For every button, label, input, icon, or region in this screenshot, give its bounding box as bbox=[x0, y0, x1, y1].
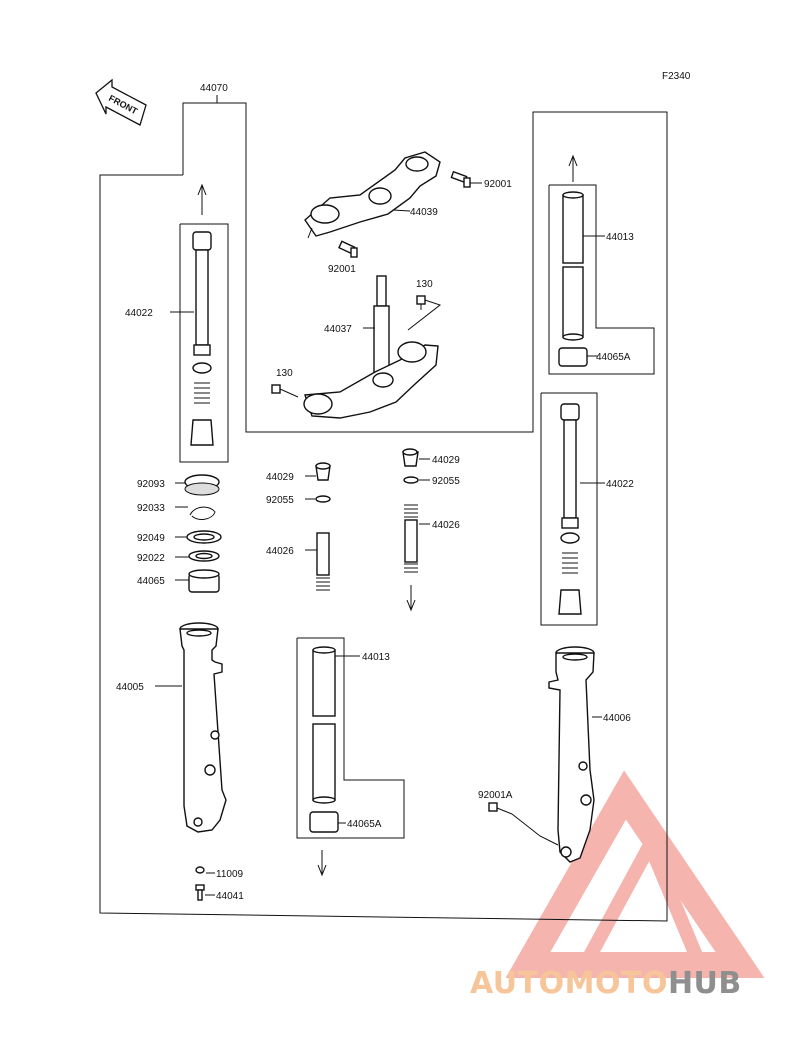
bushing-44065 bbox=[188, 569, 220, 593]
bolt-44041 bbox=[195, 884, 205, 901]
cap-bolt-44029-left bbox=[315, 462, 331, 481]
snap-ring-92033 bbox=[189, 506, 216, 520]
watermark-text: AUTOMOTOHUB bbox=[470, 966, 742, 1001]
upper-bracket-44039 bbox=[304, 151, 441, 239]
washer-92049 bbox=[186, 530, 222, 544]
label-92055-left: 92055 bbox=[266, 495, 294, 506]
bolt-92001A bbox=[488, 802, 513, 815]
label-92093: 92093 bbox=[137, 479, 165, 490]
label-44022-right: 44022 bbox=[606, 479, 634, 490]
label-44013-top: 44013 bbox=[606, 232, 634, 243]
outer-tube-44006 bbox=[548, 646, 595, 863]
bolt-92001-left bbox=[338, 240, 358, 258]
label-44026-left: 44026 bbox=[266, 546, 294, 557]
spring-44026-right bbox=[404, 504, 418, 612]
label-44065A-top: 44065A bbox=[596, 352, 631, 363]
o-ring-92055-left bbox=[315, 495, 331, 503]
front-arrow: FRONT bbox=[95, 78, 147, 126]
fork-tube-44013-bottom bbox=[309, 646, 339, 877]
label-44041: 44041 bbox=[216, 891, 244, 902]
label-44029-right: 44029 bbox=[432, 455, 460, 466]
label-44006: 44006 bbox=[603, 713, 631, 724]
assembly-outline bbox=[99, 95, 668, 922]
label-92001-top: 92001 bbox=[484, 179, 512, 190]
label-130-left: 130 bbox=[276, 368, 293, 379]
label-44013-bottom: 44013 bbox=[362, 652, 390, 663]
label-44039: 44039 bbox=[410, 207, 438, 218]
watermark-part2: HUB bbox=[668, 966, 742, 1001]
label-44029-left: 44029 bbox=[266, 472, 294, 483]
spring-44026-left bbox=[316, 532, 330, 591]
label-44037: 44037 bbox=[324, 324, 352, 335]
oil-seal-92093 bbox=[184, 474, 220, 496]
watermark-logo bbox=[505, 770, 765, 978]
label-92049: 92049 bbox=[137, 533, 165, 544]
label-92033: 92033 bbox=[137, 503, 165, 514]
label-44065A-bottom: 44065A bbox=[347, 819, 382, 830]
label-92022: 92022 bbox=[137, 553, 165, 564]
bolt-92001 bbox=[450, 170, 471, 188]
label-44026-right: 44026 bbox=[432, 520, 460, 531]
label-44065: 44065 bbox=[137, 576, 165, 587]
outer-tube-44005 bbox=[179, 622, 227, 833]
label-92055-right: 92055 bbox=[432, 476, 460, 487]
label-44005: 44005 bbox=[116, 682, 144, 693]
fork-damper-44022-left bbox=[190, 183, 214, 446]
diagram-code: F2340 bbox=[662, 71, 691, 82]
bolt-130-left bbox=[271, 384, 299, 398]
o-ring-92055-right bbox=[403, 476, 419, 484]
washer-11009 bbox=[195, 866, 205, 874]
steering-stem-44037 bbox=[303, 275, 439, 419]
label-92001A: 92001A bbox=[478, 790, 513, 801]
label-44070: 44070 bbox=[200, 83, 228, 94]
watermark-part1: AUTOMOTO bbox=[470, 966, 668, 1001]
fork-damper-44022-right bbox=[558, 403, 582, 615]
cap-bolt-44029-right bbox=[402, 448, 419, 467]
washer-92022 bbox=[188, 550, 220, 562]
label-11009: 11009 bbox=[216, 869, 244, 880]
label-92001-left: 92001 bbox=[328, 264, 356, 275]
fork-tube-44013-top bbox=[558, 154, 588, 367]
label-130-top: 130 bbox=[416, 279, 433, 290]
bolt-130-right bbox=[416, 295, 426, 310]
label-44022-left: 44022 bbox=[125, 308, 153, 319]
